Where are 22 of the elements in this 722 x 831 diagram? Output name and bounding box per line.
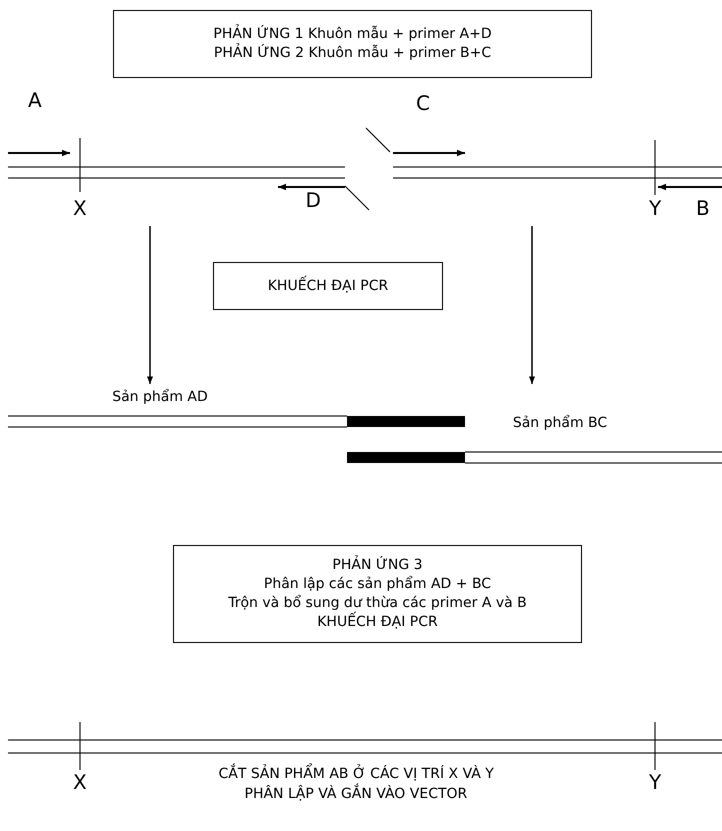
process-box <box>213 262 443 310</box>
box-text: Trộn và bổ sung dư thừa các primer A và B <box>227 594 528 612</box>
box-text: KHUẾCH ĐẠI PCR <box>174 613 581 632</box>
site-label: Y <box>649 196 662 220</box>
box-text: KHUẾCH ĐẠI PCR <box>266 276 390 296</box>
box-text: PHẢN ỨNG 3 <box>331 556 424 575</box>
arrow <box>147 226 153 384</box>
product-label: Sản phẩm BC <box>512 414 608 433</box>
process-box <box>113 10 592 78</box>
product-label: Sản phẩm AD <box>111 388 209 407</box>
box-text: Phân lập các sản phẩm AD + BC <box>262 575 492 594</box>
primer-label: B <box>696 196 710 220</box>
process-box <box>173 545 582 643</box>
primer-label: A <box>28 88 42 112</box>
box-text: PHẢN ỨNG 2 Khuôn mẫu + primer B+C <box>212 44 492 63</box>
site-label: Y <box>649 770 662 794</box>
site-label: X <box>73 196 87 220</box>
primer-label: D <box>306 188 321 212</box>
primer-label: C <box>416 91 430 115</box>
arrow <box>529 226 535 384</box>
site-label: X <box>73 770 87 794</box>
box-text: PHẢN ỨNG 1 Khuôn mẫu + primer A+D <box>212 25 493 43</box>
